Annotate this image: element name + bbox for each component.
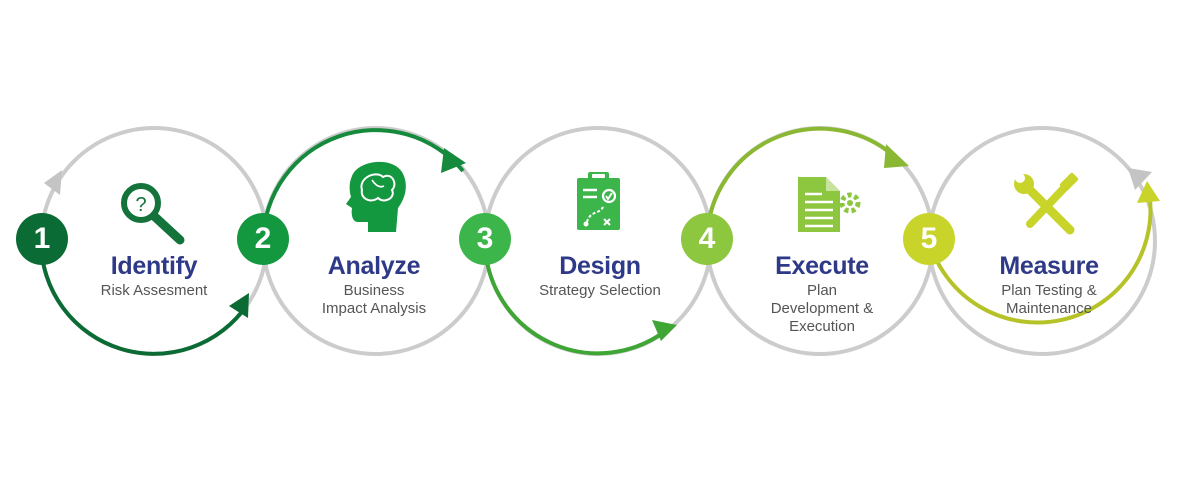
arc-1 [39,240,249,356]
step-3-text: Design Strategy Selection [505,252,695,300]
arc-5 [927,190,1153,325]
arrow-head-gray-5 [1128,168,1152,190]
step-4-subtitle: Plan Development & Execution [770,282,874,335]
step-5-subtitle: Plan Testing & Maintenance [1001,282,1097,317]
step-1-subtitle: Risk Assesment [100,282,208,299]
step-4-title: Execute [775,252,869,280]
arc-4 [705,126,905,242]
arrow-head-arc-1 [229,293,249,318]
step-5-text: Measure Plan Testing & Maintenance [954,252,1144,318]
arrow-head-arc-4 [884,144,909,168]
clipboard-strategy-icon [577,172,620,230]
document-gear-icon [798,177,861,232]
step-2-text: Analyze Business Impact Analysis [279,252,469,318]
svg-text:?: ? [135,194,146,216]
wrench-screwdriver-icon [1014,172,1079,235]
step-3-subtitle: Strategy Selection [539,282,661,299]
arrow-head-gray-1 [44,170,62,195]
step-5-title: Measure [999,252,1099,280]
arc-3 [483,240,670,356]
arrow-head-arc-2 [441,148,466,173]
step-2-subtitle: Business Impact Analysis [321,282,427,317]
step-5-badge: 5 [903,213,955,265]
step-1-title: Identify [110,252,198,280]
arc-2 [261,128,465,242]
step-4-badge: 4 [681,213,733,265]
step-3-badge: 3 [459,213,511,265]
step-3-title: Design [559,252,641,280]
arrow-head-arc-5 [1137,181,1160,203]
step-1-text: Identify Risk Assesment [59,252,249,300]
brain-head-icon [346,161,406,232]
ring-5-gray [927,126,1157,356]
arrow-head-arc-3 [652,320,677,341]
step-2-badge: 2 [237,213,289,265]
step-4-text: Execute Plan Development & Execution [727,252,917,336]
step-1-badge: 1 [16,213,68,265]
magnifier-question-icon: ? [121,183,185,245]
step-2-title: Analyze [327,252,421,280]
